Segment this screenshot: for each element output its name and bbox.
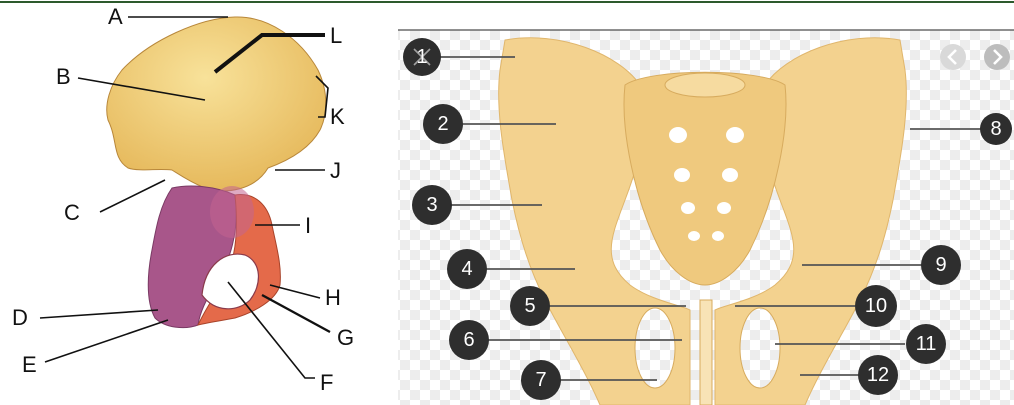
- label-i: I: [305, 213, 311, 238]
- marker-3: 3: [426, 194, 437, 216]
- marker-12-badge: 12: [858, 355, 898, 395]
- marker-11-badge: 11: [906, 324, 946, 364]
- marker-3-badge: 3: [412, 185, 452, 225]
- prev-button[interactable]: [940, 44, 966, 70]
- label-f: F: [320, 370, 333, 395]
- label-h: H: [325, 285, 341, 310]
- label-b: B: [56, 64, 71, 89]
- marker-7-badge: 7: [521, 360, 561, 400]
- next-button[interactable]: [984, 44, 1010, 70]
- label-a: A: [108, 4, 123, 29]
- marker-10-badge: 10: [855, 285, 897, 327]
- marker-6: 6: [463, 329, 474, 351]
- acetabulum: [210, 186, 254, 238]
- ilium: [107, 17, 326, 191]
- marker-10: 10: [865, 295, 887, 317]
- label-k: K: [330, 104, 345, 129]
- label-g: G: [337, 325, 354, 350]
- label-c: C: [64, 200, 80, 225]
- marker-5-badge: 5: [510, 286, 550, 326]
- label-d: D: [12, 305, 28, 330]
- marker-9-badge: 9: [921, 245, 961, 285]
- obturator-foramen-left: [635, 308, 675, 388]
- marker-4-badge: 4: [447, 249, 487, 289]
- label-e: E: [22, 352, 37, 377]
- marker-2-badge: 2: [423, 104, 463, 144]
- marker-4: 4: [461, 258, 472, 280]
- marker-2: 2: [437, 113, 448, 135]
- marker-8: 8: [990, 118, 1001, 140]
- obturator-foramen-right: [740, 308, 780, 388]
- close-button[interactable]: 1: [403, 38, 441, 76]
- marker-5: 5: [524, 295, 535, 317]
- marker-12: 12: [867, 364, 889, 386]
- label-j: J: [330, 158, 341, 183]
- marker-7: 7: [535, 369, 546, 391]
- hip-bone-lateral-view: [107, 17, 326, 328]
- label-l: L: [330, 23, 342, 48]
- marker-6-badge: 6: [449, 320, 489, 360]
- marker-9: 9: [935, 254, 946, 276]
- marker-8-badge: 8: [980, 113, 1012, 145]
- marker-11: 11: [916, 333, 937, 355]
